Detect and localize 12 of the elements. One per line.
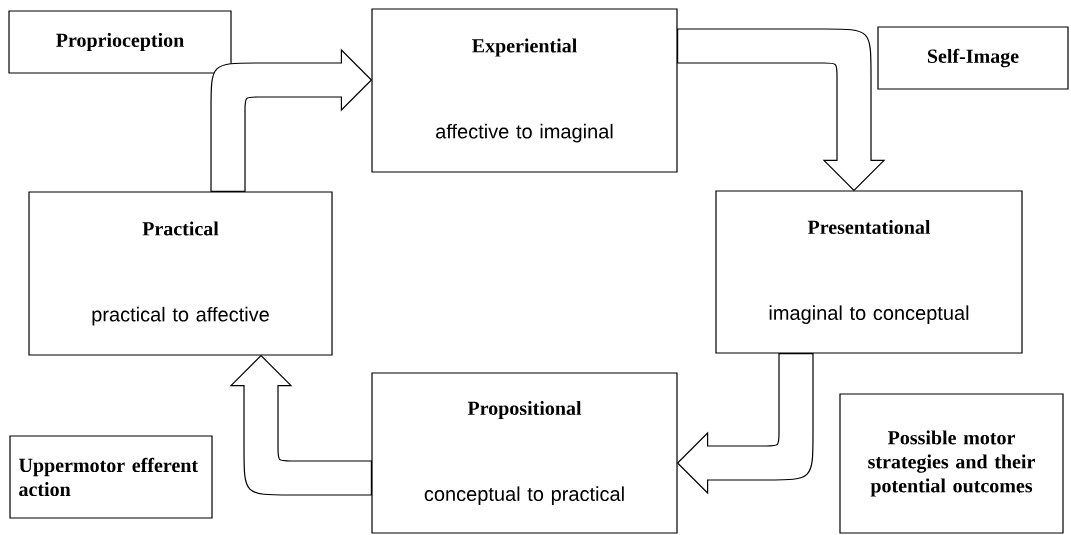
label-box: Uppermotor efferent action (9, 435, 213, 519)
stage-box: Experiential affective to imaginal (371, 8, 678, 173)
label-box: Possible motor strategies and their potential outcomes (839, 393, 1064, 534)
stage-box: Propositional conceptual to practical (371, 372, 678, 534)
block-arrow (677, 28, 885, 191)
label-box: Proprioception (8, 10, 232, 74)
block-arrow (677, 353, 814, 494)
stage-box: Practical practical to affective (28, 191, 333, 356)
block-arrow (210, 49, 372, 192)
block-arrow (230, 355, 372, 496)
stage-box: Presentational imaginal to conceptual (715, 190, 1023, 354)
label-box: Self-Image (877, 26, 1069, 90)
